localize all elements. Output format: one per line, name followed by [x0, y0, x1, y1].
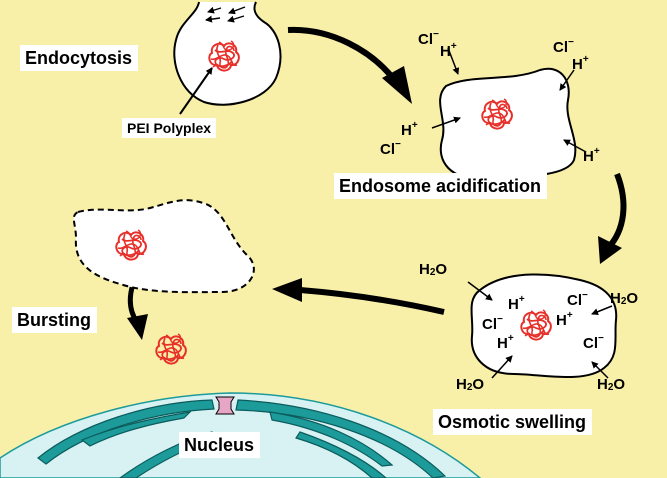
ion-cl-swell-1: Cl− [567, 290, 588, 309]
arrow-head-2 [598, 236, 622, 264]
ion-cl-swell-2: Cl− [482, 314, 503, 333]
water-3: H2O [456, 376, 485, 393]
water-2: H2O [610, 290, 639, 307]
swelling-endosome [470, 273, 618, 379]
ion-cl-acid-2: Cl− [553, 37, 574, 56]
water-4: H2O [597, 376, 626, 393]
ion-h-acid-1: H+ [440, 41, 457, 60]
water-arrows [467, 281, 613, 379]
entry-arrows [205, 6, 246, 23]
water-1: H2O [419, 261, 448, 278]
ion-h-swell-3: H+ [497, 333, 514, 352]
ion-h-acid-4: H+ [583, 146, 600, 165]
endocytosis-vesicle [173, 1, 282, 106]
ion-cl-swell-3: Cl− [583, 333, 604, 352]
ion-h-swell-2: H+ [556, 310, 573, 329]
label-nucleus: Nucleus [179, 432, 261, 458]
ion-cl-acid-1: Cl− [418, 29, 439, 48]
polyplex-pointer-arrow [179, 67, 213, 115]
label-bursting: Bursting [12, 307, 97, 333]
arrow-to-acidification [287, 26, 399, 84]
arrow-head-1 [382, 66, 412, 104]
arrow-to-bursting [299, 287, 445, 315]
arrow-head-4 [127, 314, 148, 340]
ion-h-swell-1: H+ [508, 294, 525, 313]
ion-h-acid-2: H+ [572, 54, 589, 73]
label-endocytosis: Endocytosis [20, 45, 139, 71]
ion-h-acid-3: H+ [401, 120, 418, 139]
arrow-to-swelling [605, 172, 627, 251]
arrow-head-3 [272, 278, 302, 302]
burst-endosome [72, 199, 255, 294]
label-pei-polyplex: PEI Polyplex [122, 118, 217, 138]
label-endosome-acidification: Endosome acidification [334, 173, 548, 199]
ion-cl-acid-3: Cl− [380, 139, 401, 158]
nuclear-pore [215, 396, 235, 415]
proton-arrows-acid [431, 47, 587, 153]
label-osmotic-swelling: Osmotic swelling [433, 409, 593, 435]
